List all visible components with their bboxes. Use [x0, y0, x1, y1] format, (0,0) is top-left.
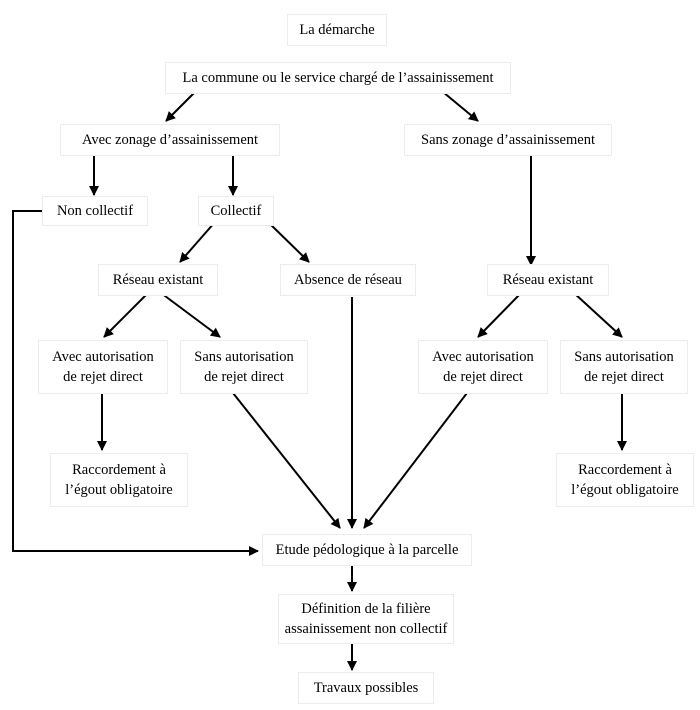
diagram-title: La démarche: [287, 14, 387, 46]
node-travaux: Travaux possibles: [298, 672, 434, 704]
arrow-reseau-right-to-sans-autorisation: [573, 292, 623, 338]
node-sans-autorisation-left: Sans autorisation de rejet direct: [180, 340, 308, 394]
node-raccordement-right: Raccordement à l’égout obligatoire: [556, 453, 694, 507]
node-etude: Etude pédologique à la parcelle: [262, 534, 472, 566]
node-avec-autorisation-left: Avec autorisation de rejet direct: [38, 340, 168, 394]
node-non-collectif: Non collectif: [42, 196, 148, 226]
node-sans-autorisation-right: Sans autorisation de rejet direct: [560, 340, 688, 394]
arrow-reseau-left-to-avec-autorisation: [103, 292, 149, 338]
node-reseau-existant-left: Réseau existant: [98, 264, 218, 296]
node-definition: Définition de la filière assainissement …: [278, 594, 454, 644]
arrow-avec-autorisation-right-to-etude: [363, 392, 468, 529]
arrow-reseau-left-to-sans-autorisation: [160, 292, 221, 338]
node-collectif: Collectif: [198, 196, 274, 226]
arrow-collectif-to-absence-reseau: [267, 221, 310, 263]
arrow-non-collectif-to-etude: [12, 210, 259, 556]
node-avec-autorisation-right: Avec autorisation de rejet direct: [418, 340, 548, 394]
arrow-commune-to-avec-zonage: [165, 91, 196, 122]
arrow-sans-autorisation-left-to-etude: [232, 392, 341, 529]
arrow-collectif-to-reseau-existant-left: [179, 221, 216, 263]
arrow-reseau-right-to-avec-autorisation: [477, 292, 522, 338]
node-commune: La commune ou le service chargé de l’ass…: [165, 62, 511, 94]
node-absence-reseau: Absence de réseau: [280, 264, 416, 296]
arrow-commune-to-sans-zonage: [442, 91, 479, 122]
node-sans-zonage: Sans zonage d’assainissement: [404, 124, 612, 156]
node-raccordement-left: Raccordement à l’égout obligatoire: [50, 453, 188, 507]
node-avec-zonage: Avec zonage d’assainissement: [60, 124, 280, 156]
node-reseau-existant-right: Réseau existant: [487, 264, 609, 296]
